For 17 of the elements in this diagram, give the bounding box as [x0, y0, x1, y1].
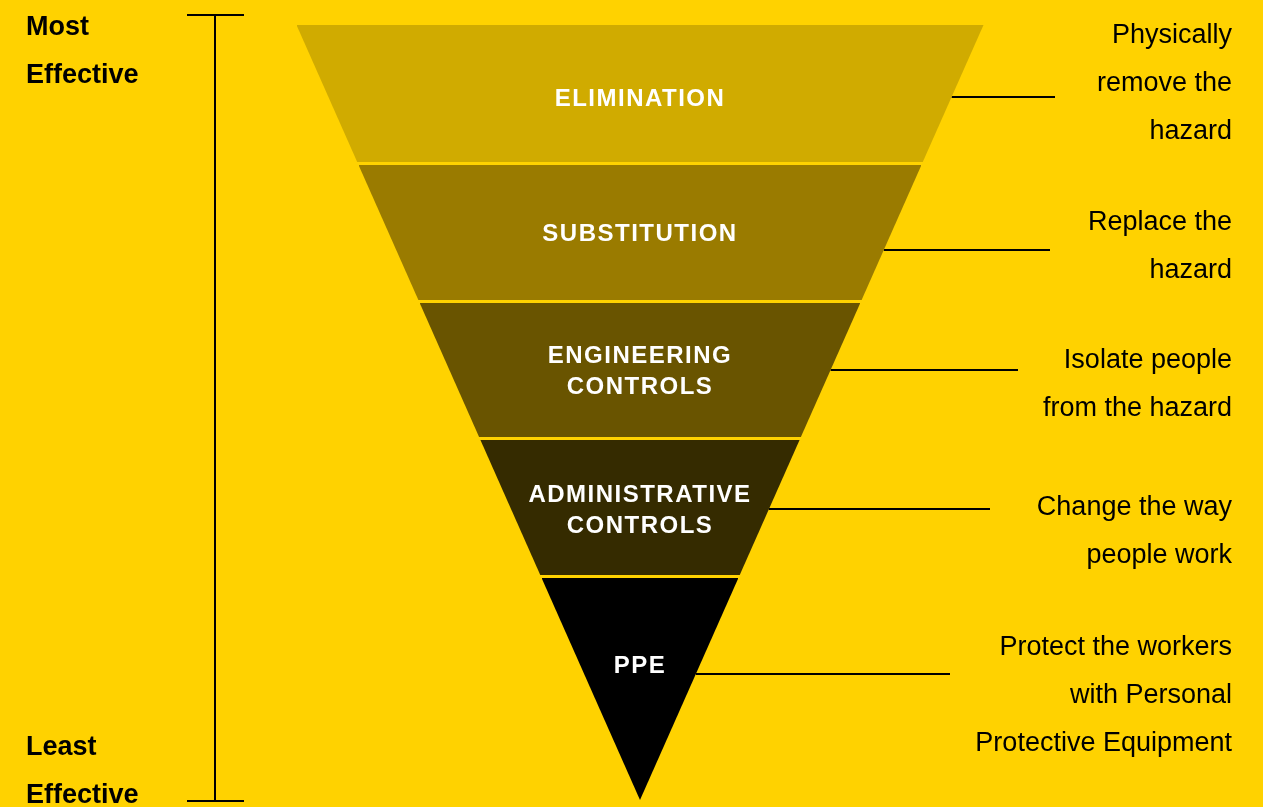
leader-line — [950, 96, 1056, 98]
band-title: PPE — [612, 649, 668, 680]
band-title: ELIMINATION — [553, 82, 727, 113]
leader-line — [829, 369, 1019, 371]
band-title: ENGINEERING CONTROLS — [546, 340, 734, 401]
band-title: SUBSTITUTION — [541, 217, 739, 248]
description-text: Replace the hazard — [1052, 197, 1232, 293]
leader-line — [768, 508, 991, 510]
description-text: Physically remove the hazard — [1057, 10, 1232, 154]
description-text: Change the way people work — [992, 482, 1232, 578]
description-text: Isolate people from the hazard — [1020, 335, 1232, 431]
scale-label: Least Effective — [26, 730, 140, 807]
description-text: Protect the workers with Personal Protective Equipment — [952, 622, 1232, 766]
band-title: ADMINISTRATIVE CONTROLS — [527, 479, 753, 540]
scale-label: Most Effective — [26, 10, 140, 91]
leader-line — [694, 673, 951, 675]
leader-line — [882, 249, 1051, 251]
